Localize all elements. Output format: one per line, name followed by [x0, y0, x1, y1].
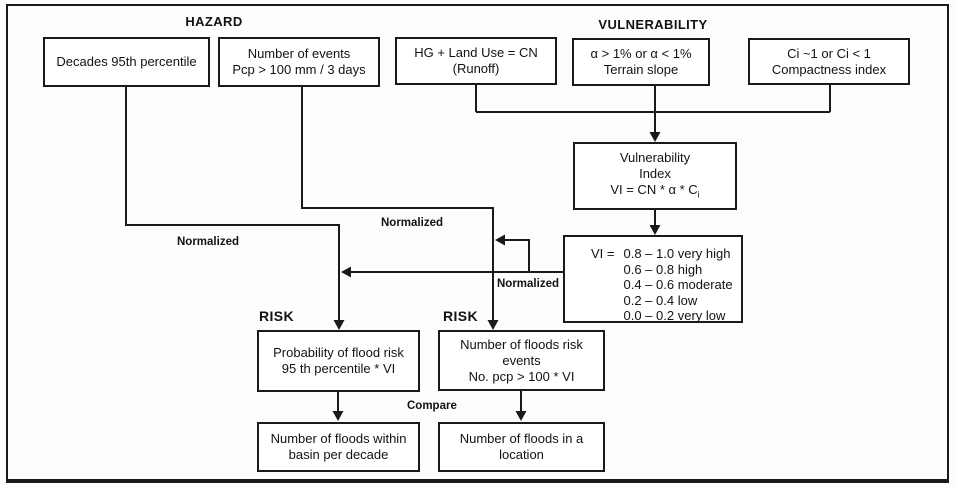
vi-scale-prefix: VI = — [591, 246, 615, 261]
node-text: Index — [639, 165, 671, 181]
connector-vulnerability-merge — [475, 85, 831, 132]
node-curve-number-runoff: HG + Land Use = CN (Runoff) — [395, 37, 557, 85]
risk-right-title: RISK — [443, 308, 479, 324]
node-text: Ci ~1 or Ci < 1 — [787, 45, 871, 61]
node-formula: VI = CN * α * Ci — [610, 182, 699, 203]
diagram-outer-frame — [6, 4, 949, 483]
node-compactness-index: Ci ~1 or Ci < 1 Compactness index — [748, 38, 910, 85]
arrowhead-left-normalized — [341, 266, 351, 278]
arrowhead-down-eventsrisk — [487, 320, 499, 330]
risk-left-title: RISK — [259, 308, 295, 324]
edge-label-normalized-left: Normalized — [177, 236, 239, 248]
arrowhead-down-probrisk — [333, 320, 345, 330]
node-floods-in-location: Number of floods in a location — [438, 422, 605, 472]
edge-label-normalized-mid: Normalized — [381, 217, 443, 229]
arrowhead-down-location — [515, 411, 527, 421]
vi-scale-entry: 0.0 – 0.2 very low — [623, 308, 726, 323]
node-vi-classification-scale: VI = 0.8 – 1.0 very high 0.6 – 0.8 high … — [563, 235, 743, 323]
connector-decades-to-prob-risk — [125, 87, 340, 320]
edge-label-compare: Compare — [407, 400, 457, 412]
connector-events-to-events-risk — [301, 87, 494, 320]
node-terrain-slope: α > 1% or α < 1% Terrain slope — [572, 38, 710, 86]
hazard-section-title: HAZARD — [185, 14, 243, 29]
node-text: Terrain slope — [603, 62, 679, 77]
node-text: Decades 95th percentile — [56, 54, 197, 69]
node-text: basin per decade — [288, 447, 389, 462]
vi-scale-entry: 0.2 – 0.4 low — [623, 292, 698, 308]
node-probability-of-flood-risk: Probability of flood risk 95 th percenti… — [257, 330, 420, 392]
node-vulnerability-index: Vulnerability Index VI = CN * α * Ci — [573, 142, 737, 210]
node-text: Probability of flood risk — [273, 345, 404, 360]
node-text: events — [502, 352, 541, 368]
node-text: Compactness index — [771, 61, 887, 77]
vi-scale-entries: 0.8 – 1.0 very high 0.6 – 0.8 high 0.4 –… — [624, 246, 733, 324]
node-text: (Runoff) — [452, 61, 500, 76]
node-text: Number of floods risk — [460, 336, 583, 352]
arrowhead-left-normalized-mid — [495, 234, 505, 246]
node-text: Pcp > 100 mm / 3 days — [232, 62, 366, 77]
node-floods-within-basin: Number of floods within basin per decade — [257, 422, 420, 472]
connector-viscale-branch-to-mid-line — [503, 239, 530, 272]
node-text: No. pcp > 100 * VI — [468, 368, 575, 384]
node-text: Vulnerability — [619, 149, 691, 165]
node-number-of-events: Number of events Pcp > 100 mm / 3 days — [218, 37, 380, 87]
arrowhead-down-viindex — [649, 132, 661, 142]
node-decades-95th-percentile: Decades 95th percentile — [43, 37, 210, 87]
formula-subscript: i — [697, 189, 700, 200]
vulnerability-section-title: VULNERABILITY — [598, 17, 708, 32]
node-text: 95 th percentile * VI — [281, 361, 396, 376]
node-text: Number of floods within — [270, 431, 407, 446]
vi-scale-entry: 0.6 – 0.8 high — [623, 261, 703, 277]
node-number-of-floods-risk-events: Number of floods risk events No. pcp > 1… — [438, 330, 605, 391]
node-text: HG + Land Use = CN — [414, 45, 538, 60]
formula-base: VI = CN * α * C — [610, 181, 698, 197]
vi-scale-entry: 0.4 – 0.6 moderate — [623, 277, 733, 292]
edge-label-normalized-right: Normalized — [497, 278, 559, 290]
node-text: location — [499, 447, 544, 462]
node-text: α > 1% or α < 1% — [590, 46, 692, 61]
arrowhead-down-viscale — [649, 225, 661, 235]
vi-scale-entry: 0.8 – 1.0 very high — [623, 246, 731, 261]
arrowhead-down-basin — [332, 411, 344, 421]
node-text: Number of events — [247, 46, 351, 61]
node-text: Number of floods in a — [459, 431, 584, 446]
